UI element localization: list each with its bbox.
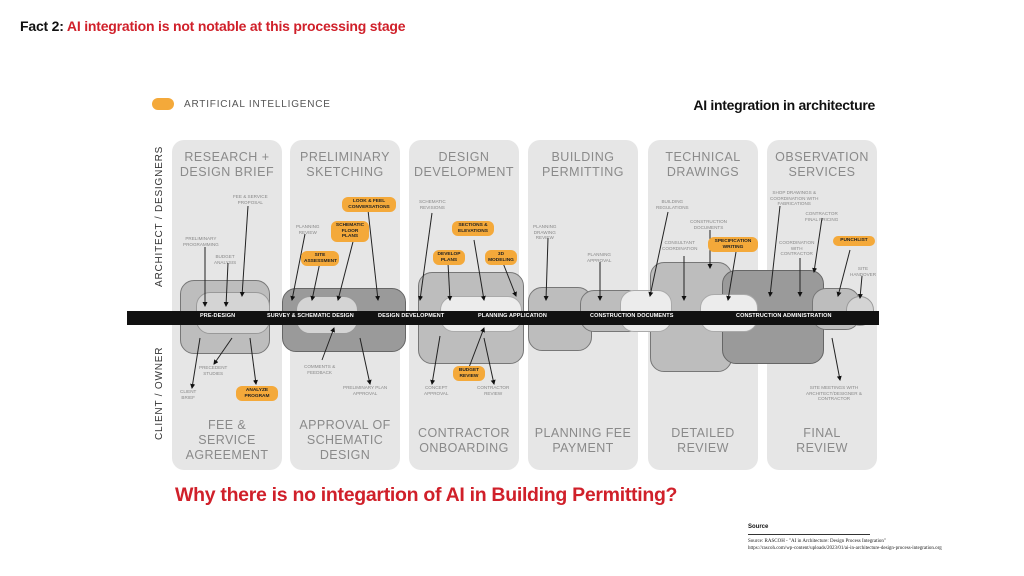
arrow — [473, 239, 486, 301]
phase-label: PLANNING APPLICATION — [478, 313, 547, 319]
task-label: PLANNING APPROVAL — [587, 252, 612, 263]
source-heading: Source — [748, 524, 769, 530]
task-label: SCHEMATIC REVISIONS — [419, 199, 446, 210]
arrow — [857, 275, 863, 299]
ai-task-tag: SCHEMATIC FLOOR PLANS — [331, 221, 369, 242]
diagram-title: AI integration in architecture — [693, 97, 875, 113]
arrow — [213, 337, 233, 365]
arrow — [831, 337, 842, 381]
task-label: PRELIMINARY PROGRAMMING — [183, 236, 219, 247]
column-client-step: FEE & SERVICE AGREEMENT — [185, 418, 269, 462]
column-client-step: FINAL REVIEW — [796, 426, 848, 455]
phase-label: CONSTRUCTION ADMINISTRATION — [736, 313, 832, 319]
task-label: CONTRACTOR FINAL PRICING — [805, 211, 839, 222]
phase-label: CONSTRUCTION DOCUMENTS — [590, 313, 674, 319]
arrow — [812, 217, 823, 273]
task-label: PRELIMINARY PLAN APPROVAL — [343, 385, 388, 396]
task-label: CONTRACTOR REVIEW — [477, 385, 510, 396]
arrow — [223, 262, 229, 307]
task-label: CONCEPT APPROVAL — [424, 385, 449, 396]
column-title: BUILDING PERMITTING — [541, 150, 625, 179]
headline-text: AI integration is not notable at this pr… — [66, 18, 406, 34]
arrow — [447, 262, 453, 301]
arrow — [483, 337, 496, 385]
task-label: BUDGET ANALYSIS — [214, 254, 237, 265]
column-title: PRELIMINARY SKETCHING — [299, 150, 390, 179]
arrow — [726, 251, 737, 301]
task-label: CLIENT BRIEF — [180, 389, 197, 400]
ai-task-tag: DEVELOP PLANS — [433, 250, 465, 266]
question-heading: Why there is no integartion of AI in Bui… — [175, 484, 678, 506]
task-label: COMMENTS & FEEDBACK — [304, 364, 336, 375]
arrow — [648, 211, 669, 297]
column-client-step: PLANNING FEE PAYMENT — [534, 426, 632, 455]
headline-prefix: Fact 2: — [20, 18, 64, 34]
timeline-bar — [127, 311, 879, 325]
ai-task-tag: SITE ASSESSMENT — [301, 251, 339, 267]
arrow — [467, 327, 485, 371]
arrow — [836, 249, 851, 297]
phase-label: DESIGN DEVELOPMENT — [378, 313, 445, 319]
column-title: TECHNICAL DRAWINGS — [665, 150, 741, 179]
source-url: https://rascoh.com/wp-content/uploads/20… — [748, 545, 942, 551]
phase-label: PRE-DESIGN — [200, 313, 236, 319]
ai-task-tag: ANALYZE PROGRAM — [236, 386, 278, 402]
arrow — [367, 209, 381, 301]
arrow — [290, 233, 306, 301]
arrow — [336, 233, 356, 301]
arrow — [310, 261, 321, 301]
source-text: Source: RASCOH - "AI in Architecture: De… — [748, 539, 942, 552]
column-client-step: APPROVAL OF SCHEMATIC DESIGN — [299, 418, 391, 462]
source-citation: Source: RASCOH - "AI in Architecture: De… — [748, 539, 886, 544]
phase-label: SURVEY & SCHEMATIC DESIGN — [267, 313, 354, 319]
task-label: BUILDING REGULATIONS — [656, 199, 689, 210]
headline: Fact 2: AI integration is not notable at… — [20, 18, 406, 34]
task-label: SITE HANDOVER — [850, 266, 877, 277]
task-label: PRECEDENT STUDIES — [199, 365, 228, 376]
ai-task-tag: PUNCHLIST — [833, 236, 875, 246]
task-label: SITE MEETINGS WITH ARCHITECT/DESIGNER & … — [806, 385, 862, 402]
column-title: OBSERVATION SERVICES — [775, 150, 869, 179]
column-client-step: CONTRACTOR ONBOARDING — [418, 426, 510, 455]
column-title: RESEARCH + DESIGN BRIEF — [179, 150, 275, 179]
task-label: CONSTRUCTION DOCUMENTS — [690, 219, 728, 230]
arrow — [359, 337, 372, 385]
legend-label: ARTIFICIAL INTELLIGENCE — [184, 98, 331, 110]
arrow — [418, 212, 433, 301]
legend-swatch — [152, 98, 174, 110]
ai-task-tag: BUDGET REVIEW — [453, 366, 485, 382]
arrow — [239, 205, 249, 297]
source-divider — [748, 534, 870, 535]
arrow — [767, 205, 781, 297]
ai-task-tag: LOOK & FEEL CONVERSATIONS — [342, 197, 396, 213]
task-label: CONSULTANT COORDINATION — [662, 240, 698, 251]
ai-task-tag: SECTIONS & ELEVATIONS — [452, 221, 494, 237]
arrow — [190, 337, 201, 389]
arrow — [249, 337, 258, 385]
task-label: PLANNING REVIEW — [296, 224, 320, 235]
ai-task-tag: SPECIFICATION WRITING — [708, 237, 758, 253]
legend: ARTIFICIAL INTELLIGENCE — [152, 98, 331, 110]
ai-task-tag: 3D MODELING — [485, 250, 517, 266]
arrow — [543, 237, 549, 301]
arrow — [502, 262, 517, 297]
task-label: COORDINATION WITH CONTRACTOR — [779, 240, 815, 257]
task-label: PLANNING DRAWING REVIEW — [533, 224, 557, 241]
task-label: FEE & SERVICE PROPOSAL — [233, 194, 268, 205]
column-client-step: DETAILED REVIEW — [671, 426, 735, 455]
arrow — [321, 327, 335, 361]
task-label: SHOP DRAWINGS & COORDINATION WITH FABRIC… — [770, 190, 819, 207]
arrow — [430, 335, 441, 385]
column-title: DESIGN DEVELOPMENT — [414, 150, 514, 179]
